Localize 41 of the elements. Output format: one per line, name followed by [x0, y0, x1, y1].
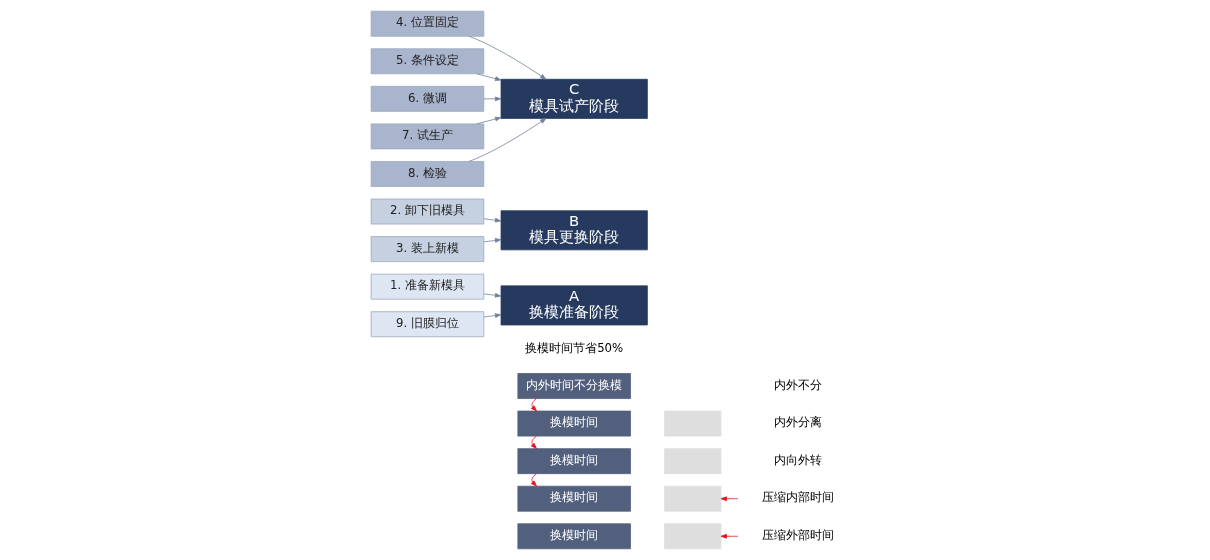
node-box: 9. 旧膜归位	[370, 311, 484, 338]
node-box: 8. 检验	[370, 161, 484, 187]
arrow	[468, 118, 546, 162]
label: 换模时间节省50%	[524, 340, 623, 355]
arrow	[483, 293, 501, 298]
node-box: 6. 微调	[370, 85, 484, 112]
node-box: 换模时间	[516, 410, 631, 437]
node-box: 4. 位置固定	[370, 10, 484, 37]
arrow	[530, 473, 537, 487]
node-bar	[663, 523, 721, 550]
node-box: B 模具更换阶段	[500, 210, 648, 251]
arrow	[483, 217, 501, 223]
arrow	[530, 398, 537, 412]
node-box: 3. 装上新模	[370, 236, 484, 262]
node-bar	[663, 410, 721, 437]
node-box: 换模时间	[516, 485, 631, 512]
label: 压缩外部时间	[761, 528, 834, 543]
label: 内外分离	[773, 415, 822, 430]
node-box: 换模时间	[516, 523, 631, 550]
label: 压缩内部时间	[761, 490, 834, 505]
node-box: 2. 卸下旧模具	[370, 198, 484, 225]
node-box: A 换模准备阶段	[500, 285, 648, 326]
arrow	[720, 496, 738, 502]
arrow	[483, 313, 501, 318]
node-box: 1. 准备新模具	[370, 273, 484, 300]
node-box: 换模时间	[516, 448, 631, 475]
label: 内外不分	[773, 377, 822, 392]
node-box: 内外时间不分换模	[516, 373, 631, 399]
node-box: 7. 试生产	[370, 123, 484, 150]
arrow	[483, 238, 501, 243]
arrow	[475, 73, 501, 81]
arrow	[475, 116, 501, 125]
arrow	[530, 435, 537, 449]
node-bar	[663, 485, 721, 512]
label: 内向外转	[773, 452, 822, 467]
arrow	[468, 35, 546, 80]
arrow	[720, 533, 738, 539]
node-box: 5. 条件设定	[370, 48, 484, 75]
arrow	[483, 96, 501, 102]
node-box: C 模具试产阶段	[500, 78, 648, 119]
node-bar	[663, 448, 721, 475]
